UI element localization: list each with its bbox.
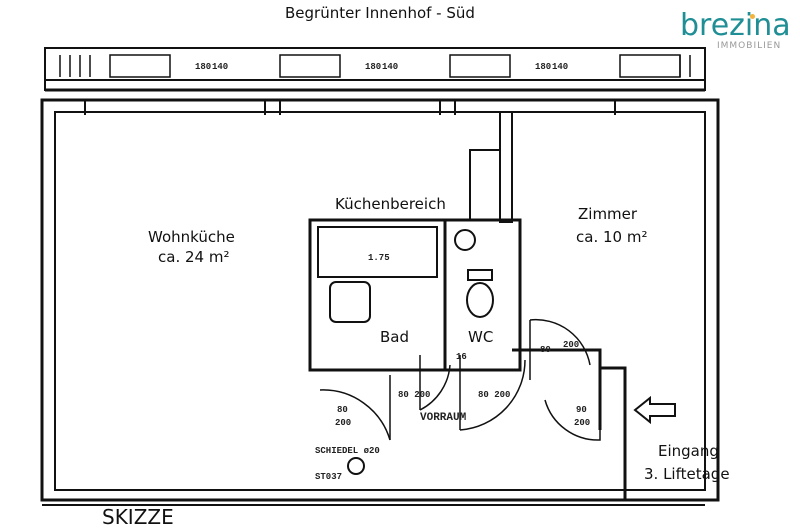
- door-wc-dims: 80 200: [478, 390, 511, 400]
- toilet: [466, 282, 494, 318]
- chimney-label: SCHIEDEL ø20: [315, 446, 380, 456]
- label-kitchen-area: Küchenbereich: [335, 195, 446, 213]
- label-room-name: Zimmer: [578, 205, 638, 223]
- label-entrance: Eingang: [658, 442, 719, 460]
- label-wc: WC: [468, 328, 494, 346]
- door-living: [319, 389, 391, 441]
- label-bath: Bad: [380, 328, 410, 346]
- tub-length: 1.75: [368, 253, 390, 263]
- window-dim: 180: [365, 62, 382, 72]
- door-living-height: 200: [335, 418, 352, 428]
- window-dim: 140: [382, 62, 399, 72]
- label-room-area: ca. 10 m²: [576, 228, 648, 246]
- kitchen-counter: [469, 149, 501, 221]
- window-dim: 140: [552, 62, 569, 72]
- door-room-width: 80: [540, 345, 551, 355]
- window-hatching: [59, 54, 691, 78]
- logo-brand: brezina: [680, 8, 791, 43]
- window-dim: 180: [195, 62, 212, 72]
- chimney-code: ST037: [315, 472, 343, 482]
- door-living-width: 80: [337, 405, 348, 415]
- label-living-area: ca. 24 m²: [158, 248, 230, 266]
- door-room-height: 200: [563, 340, 580, 350]
- window-dim: 180: [535, 62, 552, 72]
- door-entry-width: 90: [576, 405, 587, 415]
- window-dim: 140: [212, 62, 229, 72]
- chimney: [347, 457, 365, 475]
- label-sketch: SKIZZE: [102, 505, 174, 529]
- entrance-arrow-icon: [633, 395, 676, 425]
- label-hall: VORRAUM: [420, 412, 467, 424]
- partition-wall: [499, 111, 513, 223]
- door-entry-height: 200: [574, 418, 591, 428]
- label-floor: 3. Liftetage: [644, 465, 730, 483]
- door-bath-dims: 80 200: [398, 390, 431, 400]
- logo-sub: IMMOBILIEN: [717, 41, 782, 51]
- logo-dot: [750, 14, 755, 19]
- sink: [329, 281, 371, 323]
- outer-wall: [40, 98, 720, 502]
- wall-small-dim: 16: [456, 352, 467, 362]
- header-title: Begrünter Innenhof - Süd: [285, 4, 475, 22]
- label-living-name: Wohnküche: [148, 228, 235, 246]
